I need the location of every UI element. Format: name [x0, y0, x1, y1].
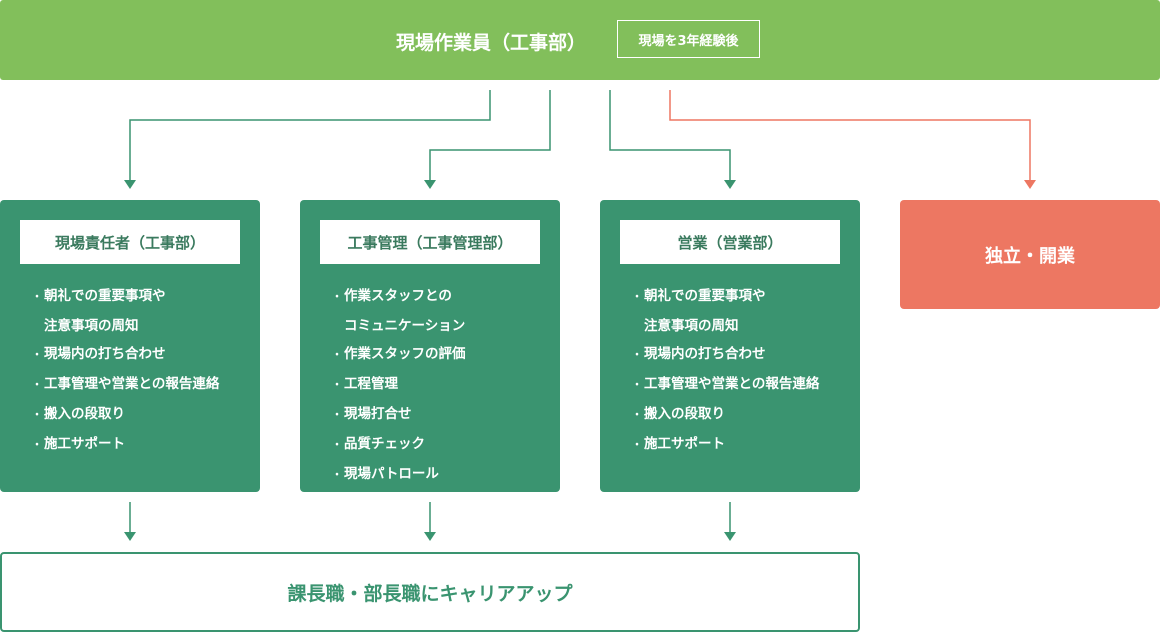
list-item: 現場内の打ち合わせ	[632, 340, 819, 370]
arrow-line	[669, 90, 1031, 182]
arrow-line	[129, 90, 491, 182]
list-item: 工事管理や営業との報告連絡	[632, 370, 819, 400]
card-title: 工事管理（工事管理部）	[320, 220, 540, 264]
experience-badge: 現場を3年経験後	[617, 20, 760, 58]
arrowhead	[724, 180, 736, 189]
arrowhead	[124, 180, 136, 189]
list-item: 作業スタッフとの コミュニケーション	[332, 282, 466, 340]
top-role-title: 現場作業員（工事部）	[396, 32, 587, 54]
list-item: 搬入の段取り	[32, 400, 219, 430]
list-item: 現場打合せ	[332, 400, 466, 430]
list-item: 現場内の打ち合わせ	[32, 340, 219, 370]
duty-list: 朝礼での重要事項や 注意事項の周知 現場内の打ち合わせ 工事管理や営業との報告連…	[632, 282, 819, 460]
arrowhead	[1024, 180, 1036, 189]
card-sales: 営業（営業部） 朝礼での重要事項や 注意事項の周知 現場内の打ち合わせ 工事管理…	[600, 200, 860, 492]
duty-list: 作業スタッフとの コミュニケーション 作業スタッフの評価 工程管理 現場打合せ …	[332, 282, 466, 490]
card-title: 現場責任者（工事部）	[20, 220, 240, 264]
arrowhead	[424, 532, 436, 541]
list-item: 施工サポート	[32, 430, 219, 460]
career-up-box: 課長職・部長職にキャリアアップ	[0, 552, 860, 632]
list-item: 作業スタッフの評価	[332, 340, 466, 370]
arrow-line	[129, 502, 731, 533]
arrowhead	[124, 532, 136, 541]
list-item: 搬入の段取り	[632, 400, 819, 430]
independent-box: 独立・開業	[900, 200, 1160, 309]
arrowhead	[724, 532, 736, 541]
list-item: 施工サポート	[632, 430, 819, 460]
card-site-manager: 現場責任者（工事部） 朝礼での重要事項や 注意事項の周知 現場内の打ち合わせ 工…	[0, 200, 260, 492]
list-item: 工事管理や営業との報告連絡	[32, 370, 219, 400]
list-item: 朝礼での重要事項や 注意事項の周知	[32, 282, 219, 340]
list-item: 工程管理	[332, 370, 466, 400]
card-construction-management: 工事管理（工事管理部） 作業スタッフとの コミュニケーション 作業スタッフの評価…	[300, 200, 560, 492]
list-item: 朝礼での重要事項や 注意事項の周知	[632, 282, 819, 340]
top-role-bar	[0, 0, 1160, 80]
list-item: 現場パトロール	[332, 460, 466, 490]
arrow-line	[429, 90, 551, 182]
list-item: 品質チェック	[332, 430, 466, 460]
arrow-line	[609, 90, 731, 182]
duty-list: 朝礼での重要事項や 注意事項の周知 現場内の打ち合わせ 工事管理や営業との報告連…	[32, 282, 219, 460]
card-title: 営業（営業部）	[620, 220, 840, 264]
arrowhead	[424, 180, 436, 189]
